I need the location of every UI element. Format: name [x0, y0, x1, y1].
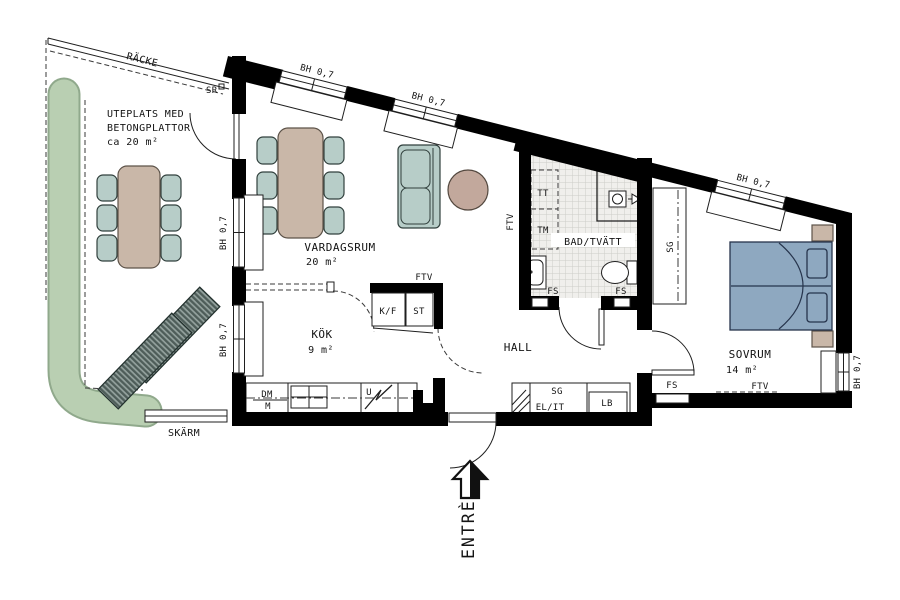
window: [270, 70, 348, 121]
patio-label: UTEPLATS MED: [107, 109, 184, 120]
nightstand: [811, 330, 834, 348]
washer-label: TM: [537, 226, 549, 236]
sr-marker: [218, 83, 225, 90]
entrance-label: ENTRÈ: [459, 499, 478, 559]
wardrobe-label: SG: [551, 387, 562, 397]
dishwasher-label: DM: [261, 390, 273, 400]
fs-label: FS: [666, 381, 677, 391]
hall-door-swing-dashed: [437, 327, 484, 374]
patio-chairs: [96, 174, 182, 262]
ftv-label: FTV: [751, 382, 768, 392]
window-sill-height-label: BH 0,7: [219, 323, 229, 357]
wardrobe-label: SG: [666, 241, 676, 252]
dining-chairs: [256, 136, 345, 235]
patio-table: [117, 165, 161, 269]
radiator: [655, 393, 690, 404]
window: [383, 98, 459, 149]
ftv-label: FTV: [506, 213, 516, 230]
shower-head-icon: [608, 190, 641, 208]
window: [233, 301, 264, 377]
privacy-screen: [144, 409, 228, 423]
window: [233, 194, 264, 271]
window-sill-height-label: BH 0,7: [219, 216, 229, 250]
sun-loungers: [97, 286, 221, 410]
interior-walls: [519, 144, 652, 330]
toilet: [601, 260, 638, 285]
bathroom-door: [558, 306, 605, 350]
sr-label: SR: [206, 86, 218, 96]
micro-label: M: [265, 402, 271, 412]
kitchen: [245, 281, 484, 414]
fs-label: FS: [547, 287, 558, 297]
balcony-door: [189, 111, 240, 161]
kitchen-door-swing-dashed: [332, 290, 375, 333]
bedroom-closet: [652, 187, 687, 305]
patio-area-label: ca 20 m²: [107, 137, 158, 148]
niche: [613, 297, 631, 308]
dryer-label: TT: [537, 189, 549, 199]
screen-label: SKÄRM: [168, 426, 200, 439]
entrance-door: [448, 412, 497, 469]
hall-closet: [511, 382, 631, 414]
linen-cabinet-label: LB: [601, 399, 612, 409]
rug: [447, 169, 489, 211]
labels: RÄCKE SR UTEPLATS MED BETONGPLATTOR ca 2…: [107, 49, 863, 559]
exterior-walls: [222, 56, 852, 426]
railing-label: RÄCKE: [125, 49, 159, 69]
patio-label: BETONGPLATTOR: [107, 123, 191, 134]
fridge-freezer-label: K/F: [379, 307, 396, 317]
electrical-cabinet-label: EL/IT: [536, 403, 565, 413]
living-room-area: 20 m²: [306, 257, 338, 268]
niche: [531, 297, 549, 308]
window-sill-height-label: BH 0,7: [853, 355, 863, 389]
kitchen-area: 9 m²: [308, 345, 334, 356]
kitchen-label: KÖK: [311, 328, 332, 341]
living-room: [256, 127, 489, 239]
bath-label-bg: [551, 233, 635, 247]
bed: [729, 241, 833, 331]
window: [820, 350, 850, 394]
oven-label: U: [366, 388, 372, 398]
nightstand: [811, 224, 834, 242]
fs-label: FS: [615, 287, 626, 297]
window: [705, 179, 787, 232]
hall-label: HALL: [504, 341, 533, 354]
elit-cabinet-hatch: [511, 389, 531, 414]
ftv-label: FTV: [415, 273, 432, 283]
bedroom: [652, 187, 834, 393]
cleaning-cabinet-label: ST: [413, 307, 425, 317]
hedge: [47, 77, 163, 428]
bedroom-label: SOVRUM: [729, 348, 772, 361]
kitchen-counter: [245, 382, 418, 414]
shower-partition: [596, 167, 637, 222]
fridge-freezer-cabinet: [370, 283, 443, 334]
railing: [47, 37, 230, 95]
entrance-arrow-icon: [450, 459, 490, 500]
patio-area: [45, 37, 230, 428]
pillow: [806, 292, 828, 323]
bathroom-label: BAD/TVÄTT: [564, 235, 622, 248]
bedroom-area: 14 m²: [726, 365, 758, 376]
bedroom-door: [651, 330, 695, 376]
dining-table: [277, 127, 324, 239]
kitchen-sink: [290, 385, 328, 409]
sofa: [397, 144, 441, 229]
living-room-label: VARDAGSRUM: [304, 241, 375, 254]
pillow: [806, 248, 828, 279]
